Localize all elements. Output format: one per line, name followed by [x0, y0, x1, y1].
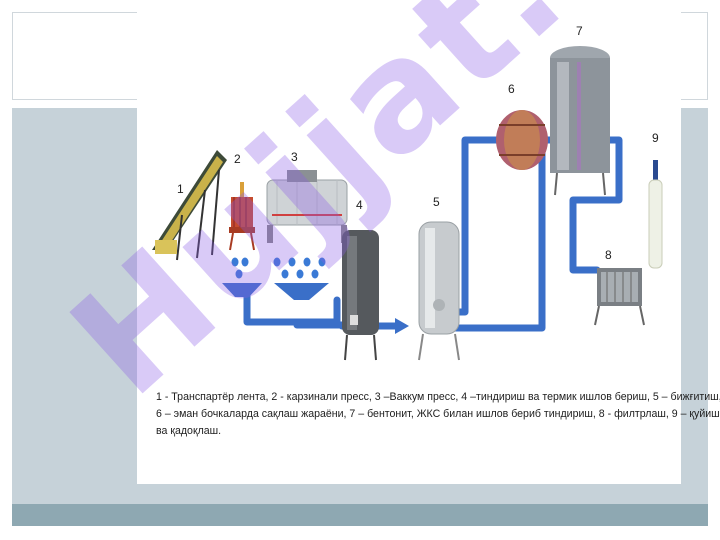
- clarification-tank-7: [550, 46, 610, 196]
- pipe-tank7-to-filter8: [569, 136, 623, 274]
- caption-line: 6 – эман бочкаларда сақлаш жараёни, 7 – …: [156, 408, 720, 420]
- conveyor-belt: [152, 150, 227, 261]
- label-6: 6: [508, 82, 515, 96]
- label-3: 3: [291, 150, 298, 164]
- process-diagram: 1 2 3 4 5 6 7 9 8 1 - Транспартёр лента,…: [137, 0, 720, 484]
- pipe-tank5-to-barrel6: [451, 136, 503, 329]
- bottle-9: [648, 160, 663, 269]
- fermentation-tank-5: [418, 221, 460, 361]
- oak-barrel-6: [496, 110, 548, 170]
- label-8: 8: [605, 248, 612, 262]
- label-7: 7: [576, 24, 583, 38]
- pipe-tank5-to-tank7: [451, 136, 556, 332]
- slide-footer-bar: [12, 504, 708, 526]
- diagram-caption: 1 - Транспартёр лента, 2 - карзинали пре…: [156, 389, 720, 440]
- caption-line: 1 - Транспартёр лента, 2 - карзинали пре…: [156, 391, 720, 403]
- settling-tank-4: [342, 230, 379, 361]
- label-5: 5: [433, 195, 440, 209]
- label-1: 1: [177, 182, 184, 196]
- caption-line: ва қадоқлаш.: [156, 425, 222, 437]
- label-2: 2: [234, 152, 241, 166]
- arrow-to-tank4: [395, 318, 409, 334]
- label-9: 9: [652, 131, 659, 145]
- juice-drops: [231, 257, 326, 279]
- vacuum-press: [266, 170, 348, 243]
- label-4: 4: [356, 198, 363, 212]
- basket-press: [229, 182, 255, 251]
- diagram-graphics: [152, 46, 663, 361]
- filter-8: [594, 268, 645, 326]
- funnels: [222, 283, 329, 300]
